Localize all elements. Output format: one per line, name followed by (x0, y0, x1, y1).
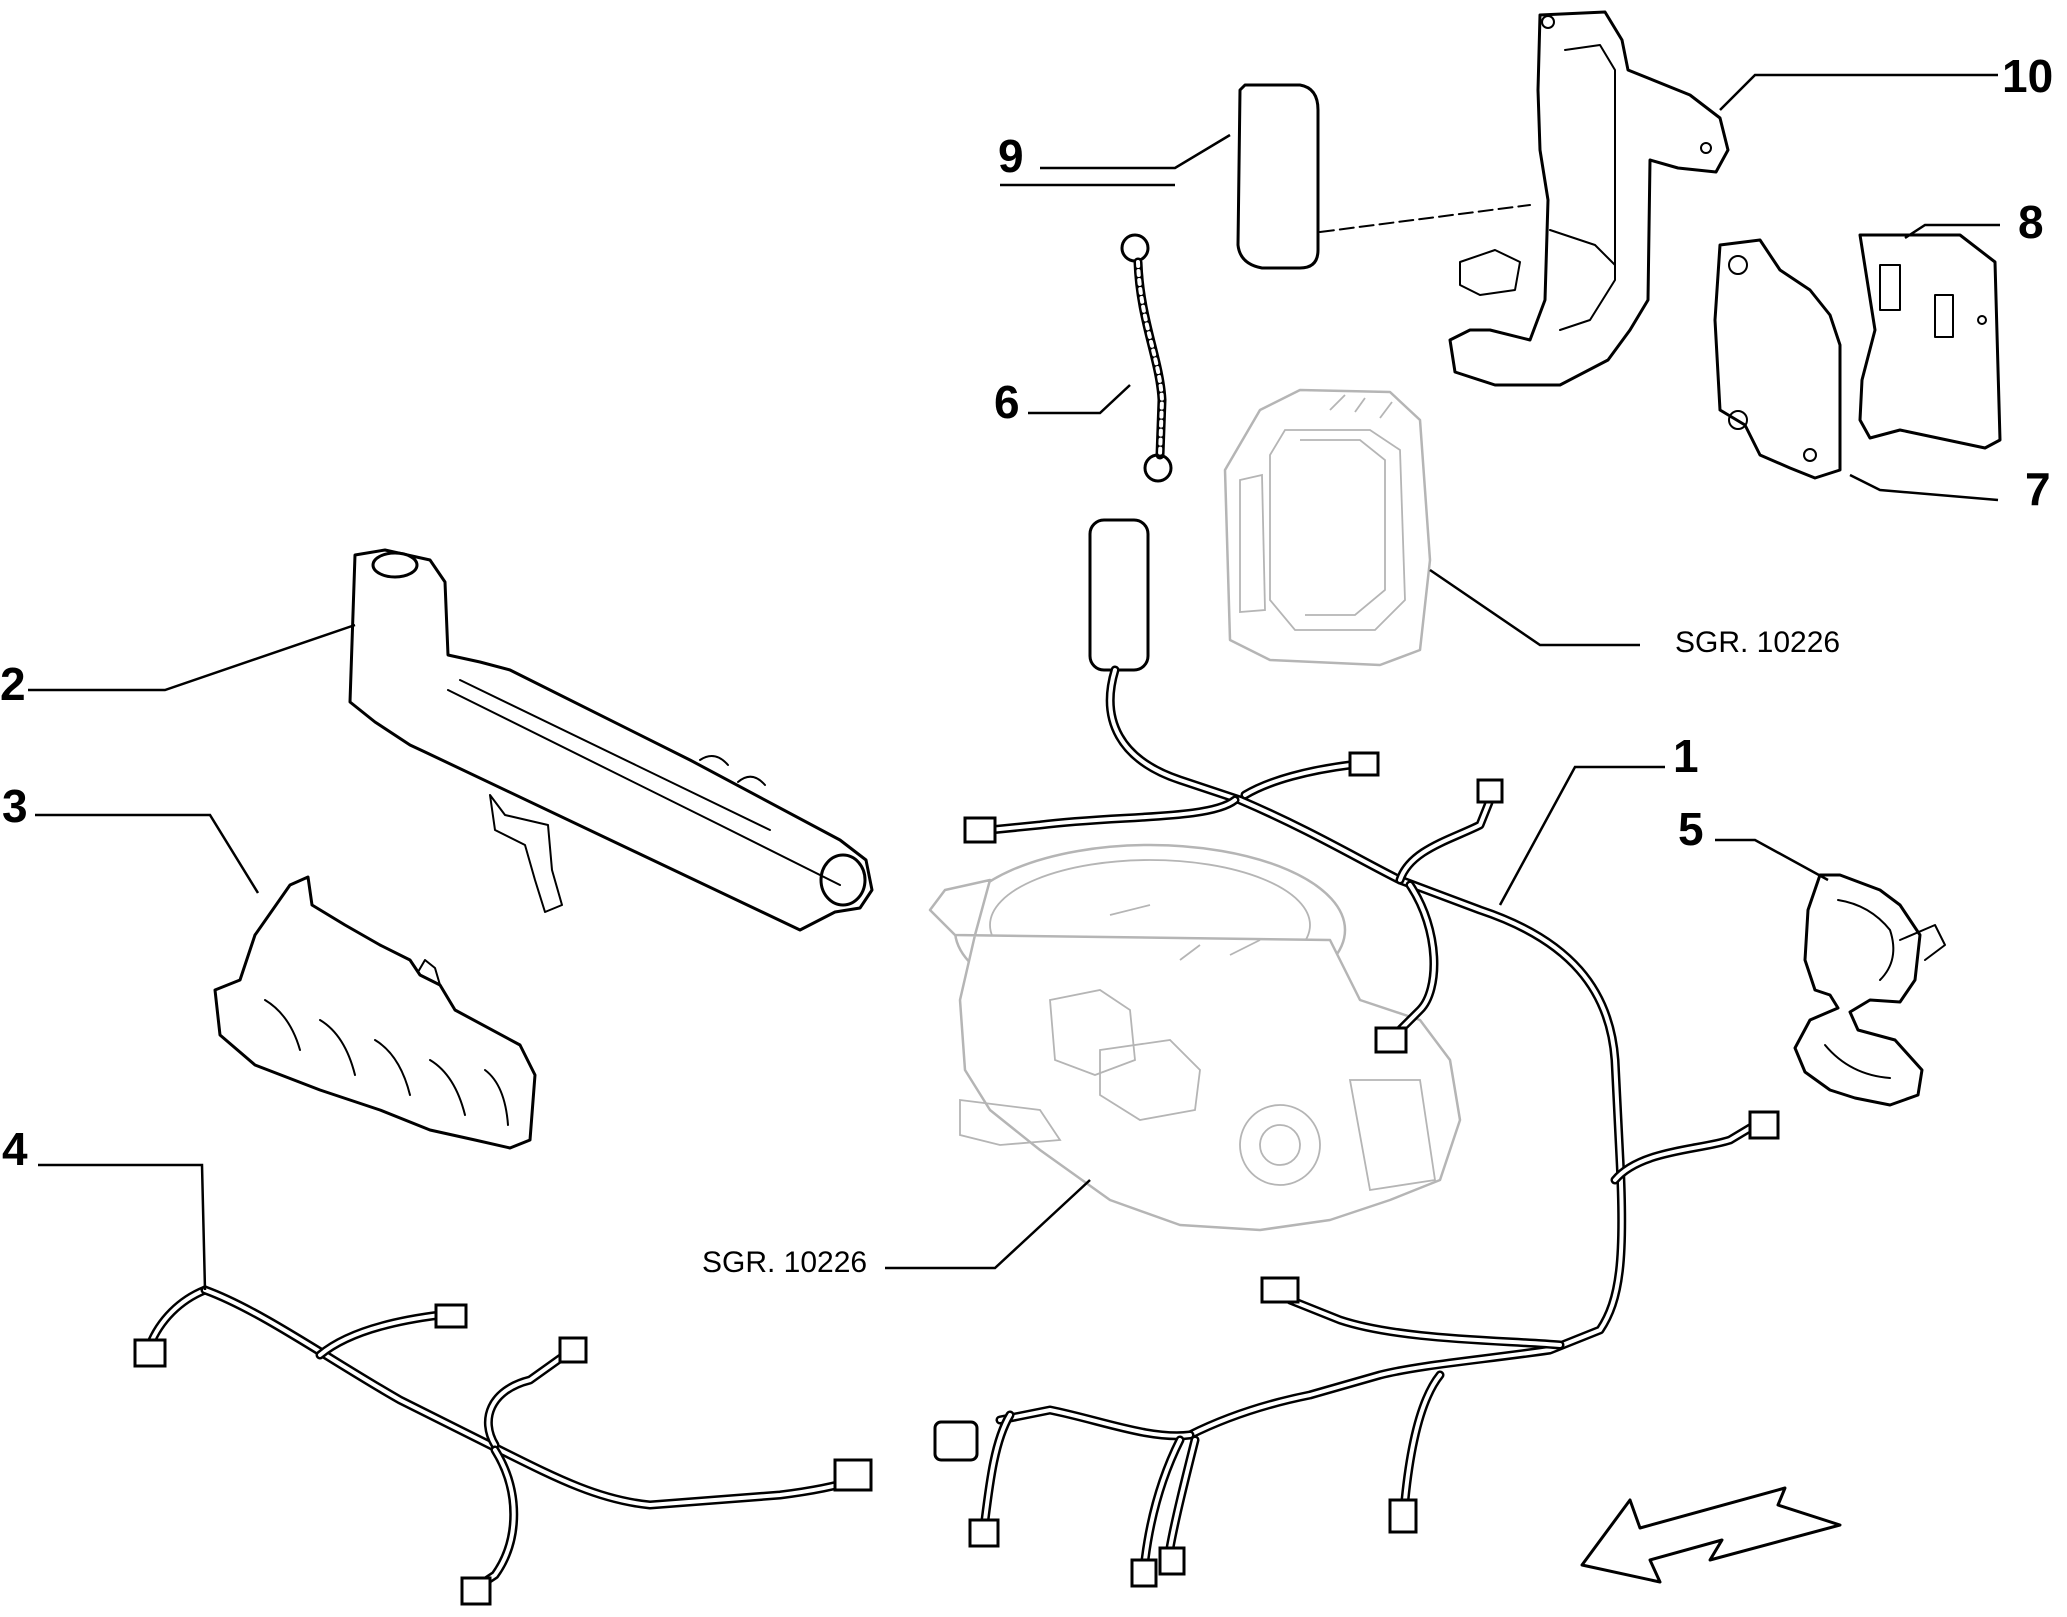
callout-3: 3 (2, 780, 28, 832)
part-7-bracket (1713, 238, 1842, 480)
callout-6: 6 (994, 376, 1020, 428)
part-6-ground-strap (1120, 233, 1173, 483)
part-2-fuel-rail (348, 548, 874, 932)
callout-10: 10 (2002, 50, 2053, 102)
callout-2: 2 (0, 658, 26, 710)
callout-7: 7 (2025, 463, 2051, 515)
part-4-injector-harness (133, 1285, 873, 1606)
throttle-body-ghost (928, 843, 1462, 1232)
part-3-injector-cover (213, 875, 537, 1150)
callout-1: 1 (1673, 730, 1699, 782)
callout-9: 9 (998, 130, 1024, 182)
callout-4: 4 (2, 1123, 28, 1175)
ecu-reference-label: SGR. 10226 (1675, 626, 1840, 659)
part-10-bracket (1448, 10, 1730, 387)
part-9-cover (1236, 83, 1531, 270)
throttle-body-reference-label: SGR. 10226 (702, 1246, 867, 1279)
direction-arrow-icon (1580, 1486, 1842, 1584)
ecu-module-ghost (1223, 388, 1432, 667)
part-1-wiring-harness (933, 518, 1780, 1588)
leader-lines (28, 73, 2000, 1291)
part-5-clip (1793, 873, 1946, 1107)
callout-5: 5 (1678, 803, 1704, 855)
part-8-plate (1858, 233, 2002, 450)
callout-8: 8 (2018, 196, 2044, 248)
